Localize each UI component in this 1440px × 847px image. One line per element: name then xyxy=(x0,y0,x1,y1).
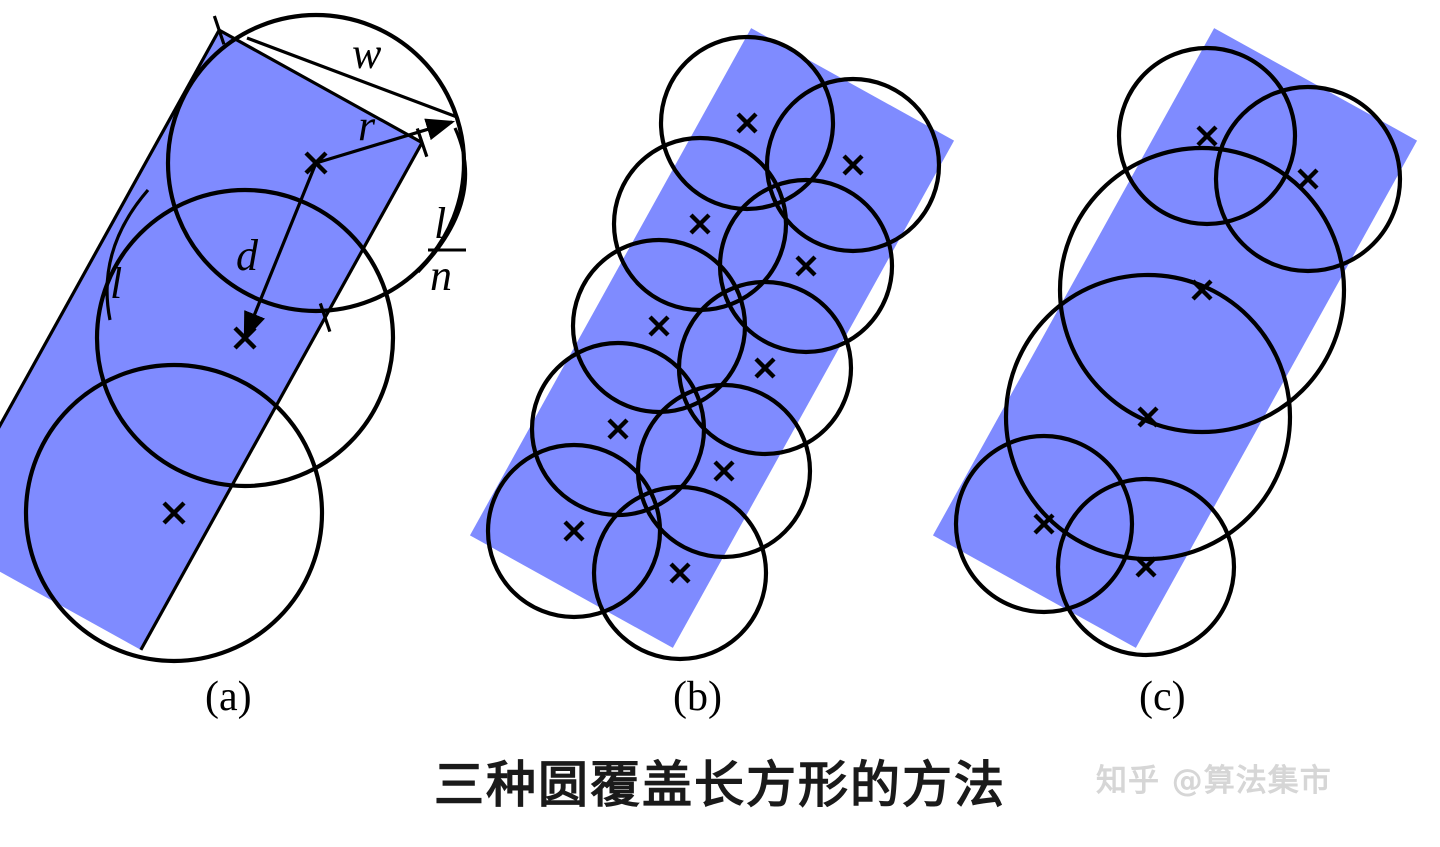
panel-a-l-brace xyxy=(105,188,150,321)
panel-label-b: (b) xyxy=(673,674,722,720)
label-r: r xyxy=(358,101,376,150)
panel-c-center-2 xyxy=(1297,168,1319,190)
panel-label-c: (c) xyxy=(1139,674,1186,720)
panel-b-center-10 xyxy=(669,562,691,584)
panel-b-center-2 xyxy=(842,154,864,176)
panel-c-circle-1 xyxy=(1116,45,1298,227)
panel-c-center-5 xyxy=(1033,513,1055,535)
panel-a-circle-3 xyxy=(23,362,325,664)
panel-c-center-1 xyxy=(1196,125,1218,147)
panel-c-center-4 xyxy=(1137,406,1159,428)
panel-a-center-3 xyxy=(162,501,186,525)
panel-c-center-3 xyxy=(1191,279,1213,301)
panel-b-circle-2 xyxy=(764,76,942,254)
panel-c-circle-2 xyxy=(1213,84,1403,274)
panel-a-rectangle xyxy=(0,30,423,650)
panel-b-center-6 xyxy=(754,357,776,379)
fraction-numerator: l xyxy=(434,199,446,248)
panel-label-a: (a) xyxy=(205,674,252,720)
panel-a-ln-brace xyxy=(416,127,468,274)
panel-a-radius-arrow xyxy=(315,118,456,165)
panel-c-center-6 xyxy=(1135,556,1157,578)
panel-c-circle-6 xyxy=(1055,476,1237,658)
panel-c-circle-3 xyxy=(1057,145,1347,435)
panel-b-center-4 xyxy=(795,255,817,277)
panel-b-group xyxy=(469,28,955,662)
label-w: w xyxy=(352,29,382,78)
panel-b-center-5 xyxy=(648,315,670,337)
panel-b-center-9 xyxy=(563,520,585,542)
panel-b-circle-9 xyxy=(485,442,663,620)
label-l-over-n: l n xyxy=(428,199,466,300)
panel-b-circle-1 xyxy=(658,34,836,212)
panel-b-center-3 xyxy=(689,213,711,235)
panel-a-group: w r d l l n xyxy=(0,12,468,664)
panel-b-circle-10 xyxy=(591,484,769,662)
panel-a-rect-edges xyxy=(0,28,424,651)
figure-caption: 三种圆覆盖长方形的方法 xyxy=(434,756,1006,814)
panel-b-center-7 xyxy=(607,418,629,440)
panel-c-circle-4 xyxy=(1003,272,1293,562)
label-d: d xyxy=(236,231,259,280)
panel-a-width-line xyxy=(246,36,458,119)
fraction-denominator: n xyxy=(430,251,452,300)
watermark: 知乎 @算法集市 xyxy=(1096,763,1332,799)
panel-b-center-1 xyxy=(736,112,758,134)
panel-a-diameter-arrow xyxy=(243,162,318,341)
panel-c-group xyxy=(932,28,1418,658)
panel-c-circle-5 xyxy=(953,433,1135,615)
panel-b-center-8 xyxy=(713,460,735,482)
label-l: l xyxy=(110,259,122,308)
panel-a-circle-2 xyxy=(94,187,396,489)
